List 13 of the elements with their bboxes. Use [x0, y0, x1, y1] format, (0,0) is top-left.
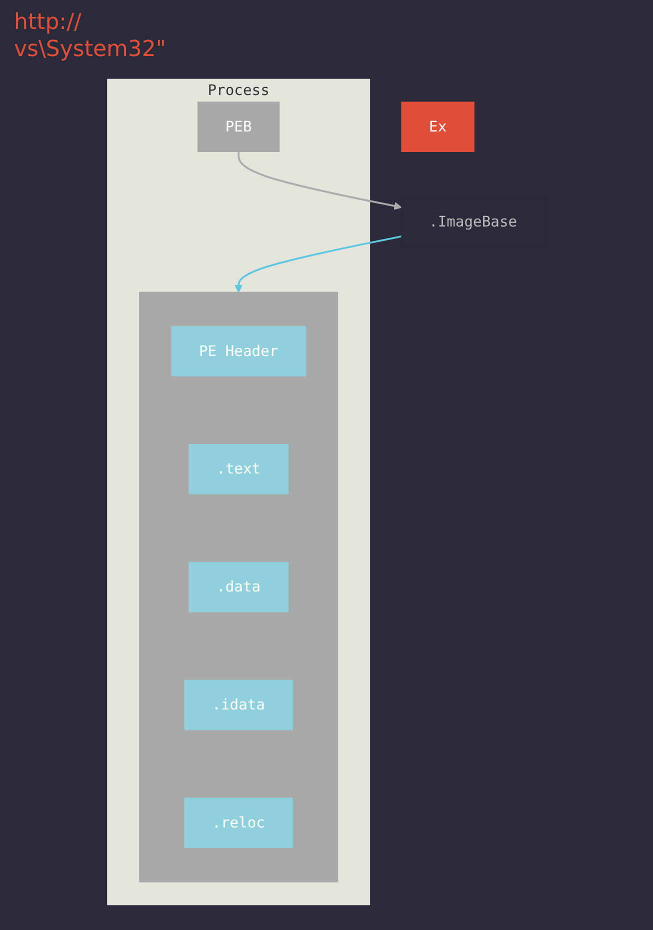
arrow	[235, 235, 402, 293]
note-text: vs\System32"	[14, 37, 168, 62]
node-box: .text	[189, 444, 289, 494]
arrow	[238, 152, 402, 210]
node-box: PE Header	[172, 326, 307, 376]
node-box: Ex	[402, 102, 475, 152]
note-text: http://	[14, 10, 82, 35]
node-box: .reloc	[184, 798, 294, 848]
cluster	[140, 292, 339, 882]
node-box: .data	[189, 562, 289, 612]
node-box: PEB	[198, 102, 280, 152]
node-box: .idata	[184, 680, 294, 730]
node-text: .ImageBase	[430, 212, 518, 230]
